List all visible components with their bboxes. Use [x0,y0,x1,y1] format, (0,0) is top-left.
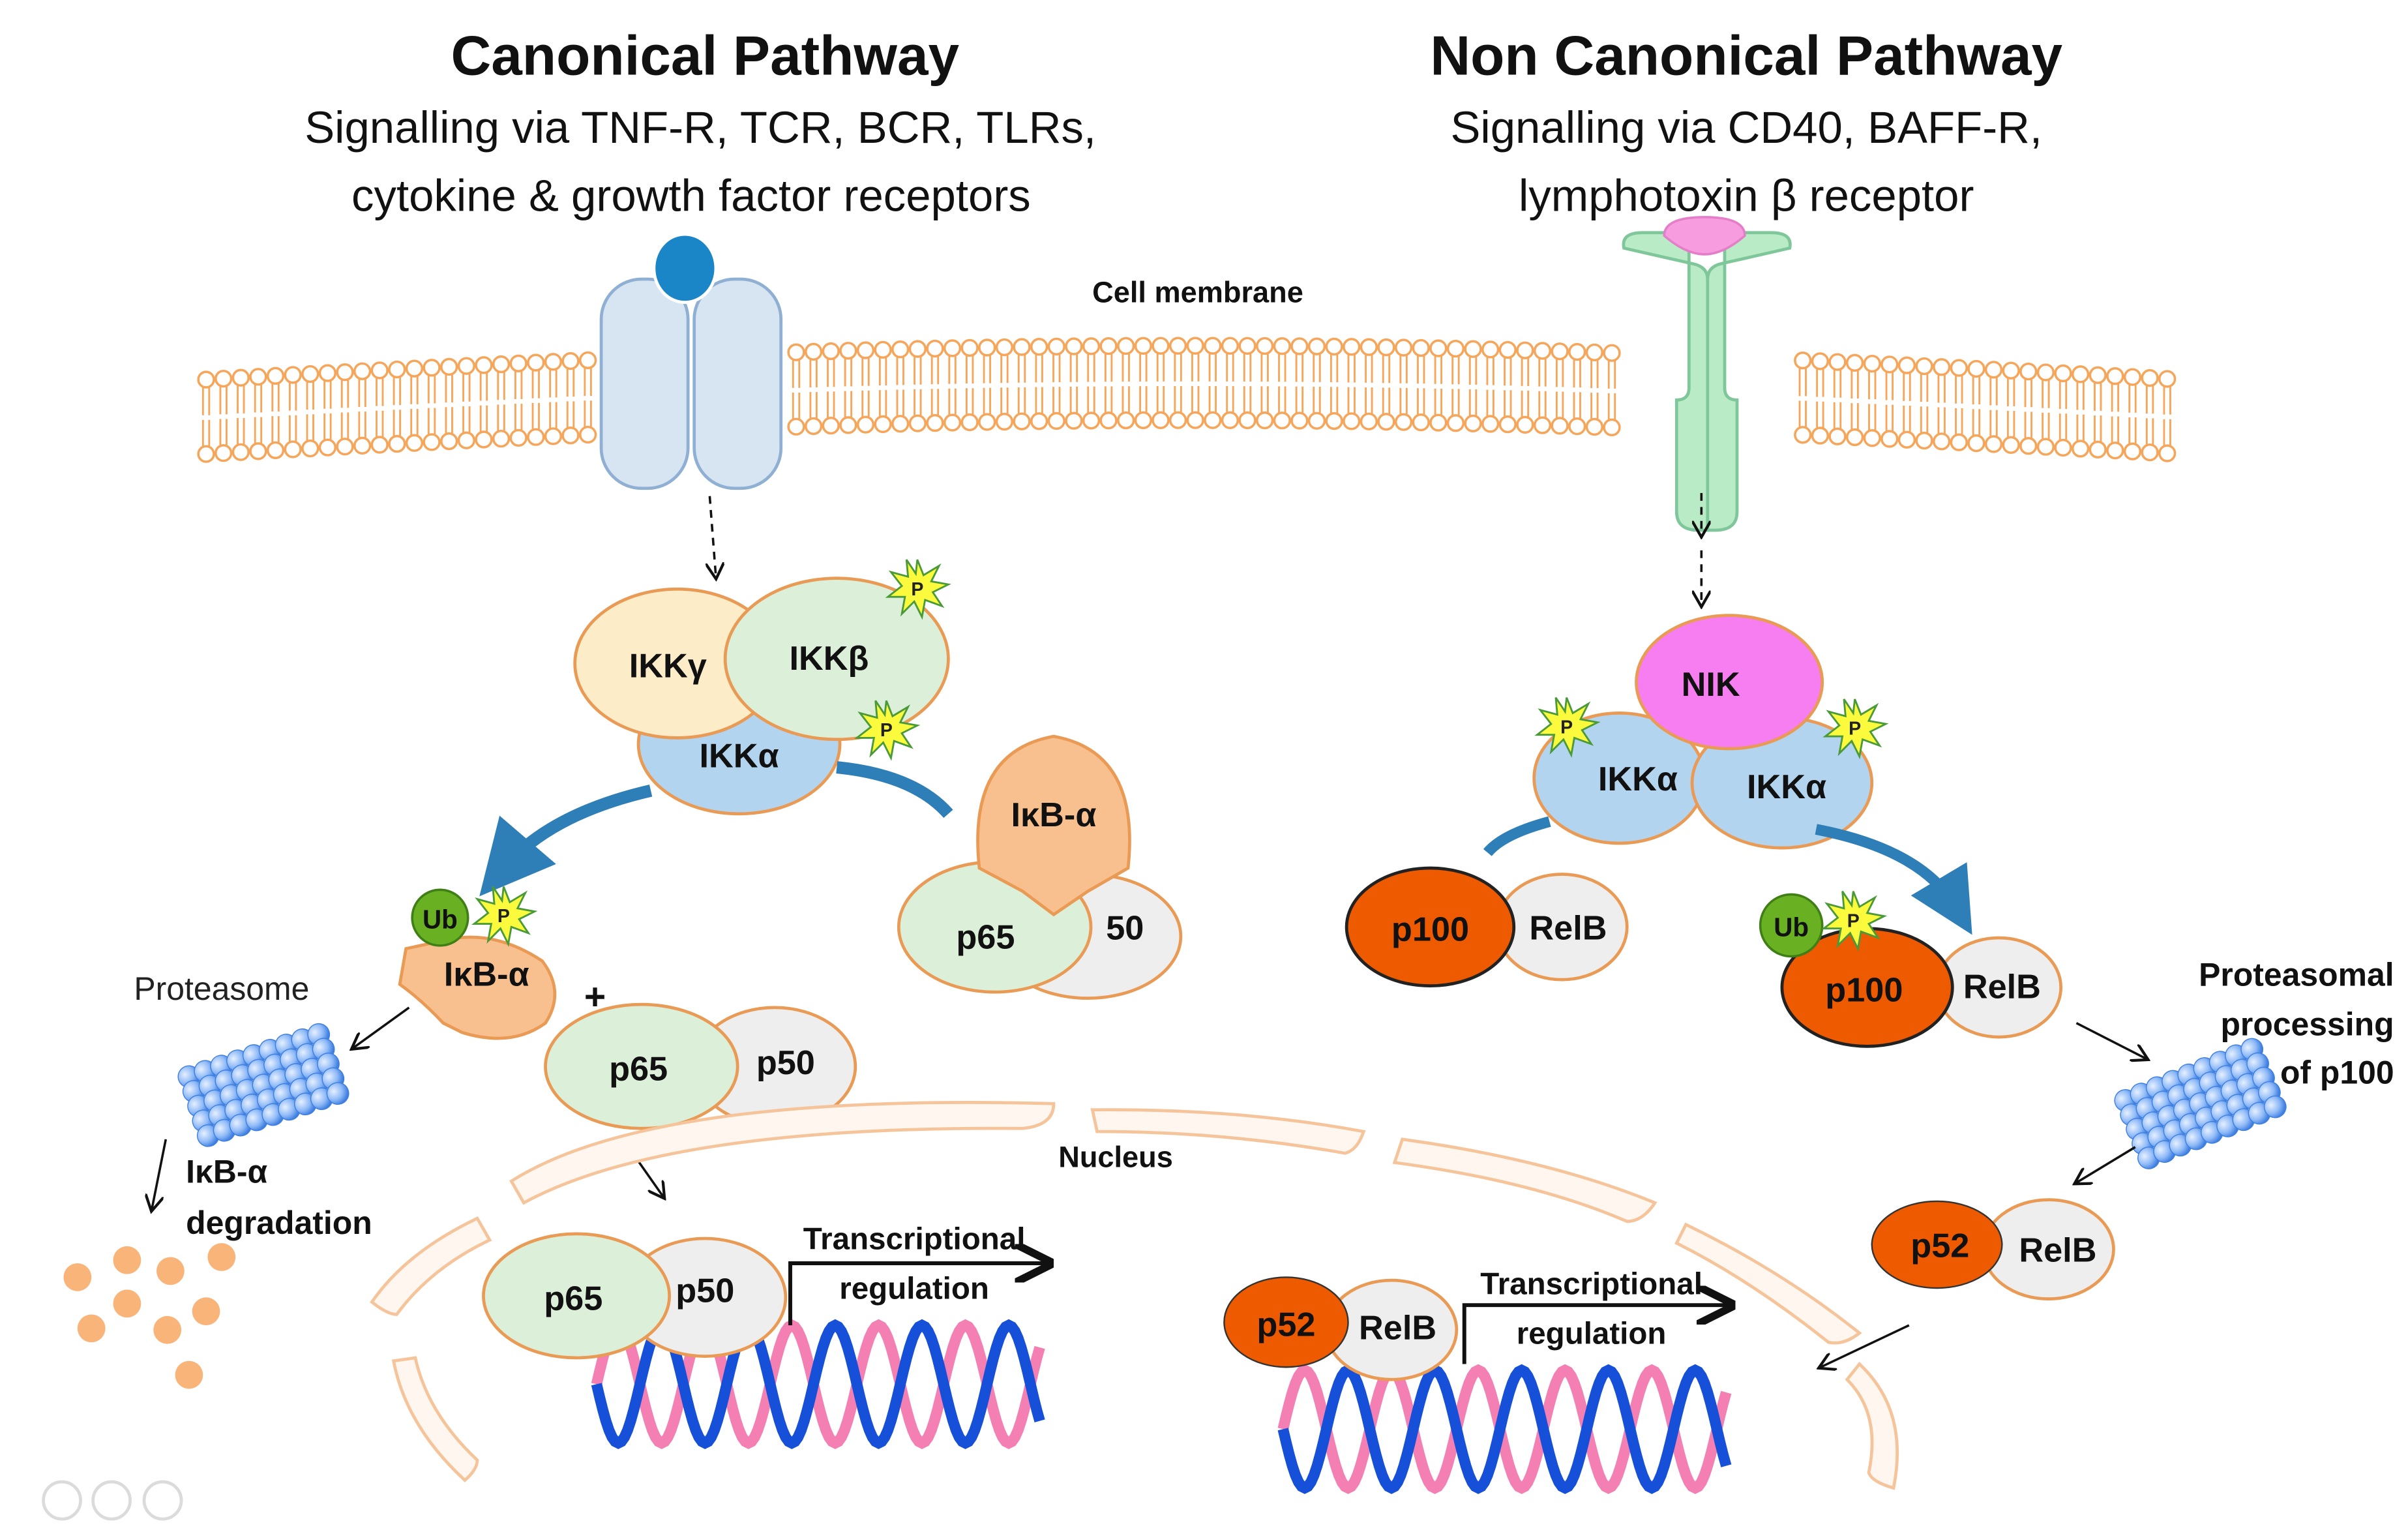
viewer-controls[interactable] [42,1480,183,1521]
arrow-ikb-to-proteasome [353,1006,410,1048]
proteasomal-label-2: processing [2220,1006,2394,1043]
ikb-ubiquitinated: IκB-α Ub [398,886,557,1040]
arrow-ikk-to-complex [836,761,953,818]
arrow-p100-to-proteasome [2075,1022,2146,1059]
receptor-noncanonical-icon [1622,216,1792,532]
noncanonical-subtitle-1: Signalling via CD40, BAFF-R, [1450,102,2042,153]
degradation-fragments [63,1243,236,1389]
proteasomal-label-1: Proteasomal [2199,957,2394,993]
p100-relb-complex: p100 RelB [1345,866,1629,988]
relb-ub-label: RelB [1963,968,2041,1006]
p52-label: p52 [1910,1227,1969,1265]
ikk-beta-label: IKKβ [789,640,869,678]
canonical-subtitle-1: Signalling via TNF-R, TCR, BCR, TLRs, [305,102,1096,153]
ikb-alpha-bound-label: IκB-α [1011,796,1097,834]
ub-nc-label: Ub [1774,912,1809,942]
p52-relb-nuclear: p52 RelB [1223,1276,1459,1381]
transcriptional-nc-label-2: regulation [1517,1317,1667,1351]
receptor-canonical-icon [599,232,783,490]
transcriptional-nc-label-1: Transcriptional [1480,1267,1702,1302]
p65-bound-label: p65 [956,919,1015,957]
proteasome-icon [2114,1038,2287,1169]
ub-label: Ub [423,905,458,935]
p100-ub-label: p100 [1825,971,1903,1009]
transcription-arrow-noncanonical [1462,1305,1728,1364]
phosphate-burst-icon [473,886,536,945]
canonical-subtitle-2: cytokine & growth factor receptors [351,170,1031,220]
p50-nuclear-label: p50 [676,1272,734,1310]
ikk-alpha-left-label: IKKα [1598,760,1678,798]
proteasomal-label-3: of p100 [2280,1054,2394,1090]
arrow-ikk-to-p100-ub [1815,824,1972,935]
transcriptional-label-1: Transcriptional [803,1222,1026,1257]
copy-icon[interactable] [42,1480,82,1521]
degradation-label-1: IκB-α [186,1153,267,1190]
relb-nuclear-label: RelB [1359,1309,1436,1347]
dna-icon [1277,1364,1732,1494]
transcriptional-label-2: regulation [839,1272,989,1306]
noncanonical-header: Non Canonical Pathway Signalling via CD4… [1430,25,2062,220]
canonical-header: Canonical Pathway Signalling via TNF-R, … [305,25,1096,220]
more-icon[interactable] [142,1480,183,1521]
ikk-alpha-right-label: IKKα [1747,768,1826,806]
ikk-complex-canonical: IKKγ IKKβ IKKα [573,558,950,816]
cell-membrane [197,337,2177,463]
ikk-alpha-label: IKKα [699,738,779,775]
noncanonical-title: Non Canonical Pathway [1430,25,2062,87]
arrow-ikk-to-p100 [1483,816,1551,856]
relb-p52-label: RelB [2019,1232,2096,1270]
transcription-arrow-canonical [788,1263,1046,1326]
canonical-title: Canonical Pathway [451,25,959,87]
p100-relb-ub-complex: p100 RelB Ub [1759,890,2063,1048]
nuclear-envelope [370,1101,1899,1490]
noncanonical-subtitle-2: lymphotoxin β receptor [1519,170,1974,220]
p50-bound-label: 50 [1106,909,1144,947]
p52-relb-cytoplasm: p52 RelB [1871,1198,2115,1301]
zoom-icon[interactable] [91,1480,132,1521]
arrow-proteasome-to-p52 [2076,1146,2136,1183]
nucleus-label: Nucleus [1058,1141,1173,1174]
arrow-ikk-to-ikb [479,784,653,897]
proteasome-icon [177,1023,349,1147]
ikk-complex-noncanonical: NIK IKKα IKKα [1532,614,1887,850]
p65-p50-nuclear: p65 p50 [482,1232,788,1360]
relb-label: RelB [1529,909,1607,947]
arrow-proteasome-to-degradation [152,1139,168,1209]
cell-membrane-label: Cell membrane [1092,276,1303,309]
proteasome-label: Proteasome [134,970,309,1007]
p52-nuclear-label: p52 [1256,1306,1315,1344]
arrow-receptor-to-ikk [709,496,716,577]
nik-label: NIK [1682,666,1740,704]
ikb-alpha-free-label: IκB-α [444,956,529,994]
ikb-p65-p50-complex: IκB-α p65 50 [897,734,1183,1000]
p100-label: p100 [1391,911,1469,949]
degradation-label-2: degradation [186,1205,372,1241]
p65-nuclear-label: p65 [544,1280,602,1317]
ikk-gamma-label: IKKγ [629,648,707,685]
arrow-p52-to-nucleus [1821,1324,1910,1367]
p65-free-label: p65 [609,1051,668,1088]
p50-free-label: p50 [756,1044,815,1082]
p65-p50-free: p65 p50 [544,1002,857,1130]
